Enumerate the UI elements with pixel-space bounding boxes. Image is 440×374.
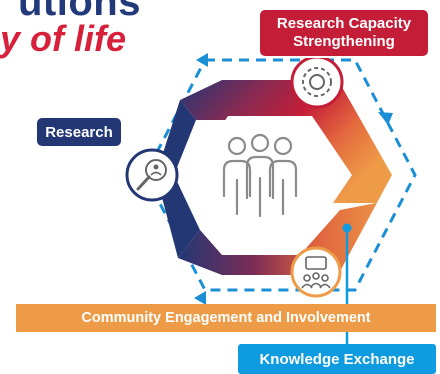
search-people-icon [125, 148, 179, 202]
gear-head-icon [290, 55, 344, 109]
community-engagement-label: Community Engagement and Involvement [16, 304, 436, 332]
research-label: Research [37, 118, 121, 146]
page-subtitle: y of life [0, 18, 127, 59]
page-title: utions [18, 0, 141, 24]
arrowhead-right [378, 112, 393, 125]
knowledge-exchange-label: Knowledge Exchange [238, 344, 436, 374]
people-group-icon [222, 133, 298, 218]
arrowhead-top [196, 53, 208, 67]
discussion-people-icon [290, 246, 342, 298]
arrowhead-bottom [194, 291, 206, 305]
research-capacity-label: Research Capacity Strengthening [258, 8, 430, 58]
